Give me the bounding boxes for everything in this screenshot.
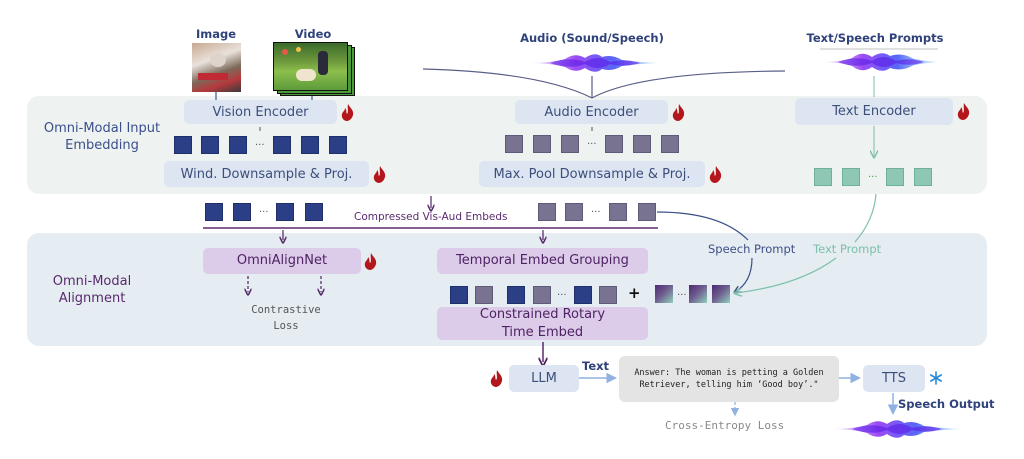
compressed-vision-token	[233, 203, 251, 221]
audio-token	[561, 135, 579, 153]
rotary-line-1: Constrained Rotary	[479, 306, 606, 322]
vision-token	[273, 136, 291, 154]
flame-icon	[709, 166, 722, 183]
cross-entropy-loss-label: Cross-Entropy Loss	[665, 419, 785, 432]
maxpool-downsample-proj: Max. Pool Downsample & Proj.	[479, 161, 705, 187]
compressed-vision-token	[305, 203, 323, 221]
llm-block: LLM	[509, 365, 579, 392]
flame-icon	[341, 104, 354, 121]
rotary-line-2: Time Embed	[501, 324, 584, 340]
plus-sign: +	[628, 284, 641, 302]
flame-icon	[957, 103, 970, 120]
video-label: Video	[294, 27, 332, 41]
text-token	[914, 168, 932, 186]
audio-label: Audio (Sound/Speech)	[520, 31, 664, 45]
compressed-audio-token	[565, 203, 583, 221]
dog-image-thumbnail	[192, 43, 241, 92]
speech-prompt-curve-2	[735, 257, 753, 292]
compressed-audio-token	[538, 203, 556, 221]
text-token	[886, 168, 904, 186]
compressed-audio-token	[638, 203, 656, 221]
input-embedding-label: Omni-Modal Input Embedding	[43, 121, 161, 153]
audio-right-curve	[591, 70, 786, 99]
answer-box: Answer: The woman is petting a Golden Re…	[619, 356, 839, 402]
interleaved-audio-token	[599, 286, 617, 304]
video-thumbnail	[273, 42, 348, 91]
speech-prompt-curve	[656, 211, 749, 241]
text-token	[814, 168, 832, 186]
compressed-label: Compressed Vis-Aud Embeds	[354, 211, 508, 223]
text-prompt-curve	[854, 193, 877, 243]
audio-token	[633, 135, 651, 153]
speech-output-waveform-icon	[832, 420, 962, 438]
compressed-vision-token	[276, 203, 294, 221]
contrastive-loss-label: Contrastive Loss	[251, 304, 321, 332]
vision-encoder: Vision Encoder	[184, 100, 337, 124]
answer-line-2: Retriever, telling him ‘Good boy’."	[639, 380, 819, 390]
ellipsis: ...	[557, 287, 567, 298]
ellipsis: ...	[868, 169, 878, 180]
flame-icon	[490, 370, 503, 387]
speech-prompt-label: Speech Prompt	[708, 242, 796, 256]
text-token	[842, 168, 860, 186]
temporal-embed-grouping: Temporal Embed Grouping	[437, 248, 648, 274]
wind-downsample-proj: Wind. Downsample & Proj.	[164, 161, 369, 187]
ellipsis: ...	[677, 287, 687, 298]
prompt-token	[712, 285, 730, 303]
interleaved-vision-token	[450, 286, 468, 304]
constrained-rotary-time-embed: Constrained Rotary Time Embed	[437, 307, 648, 340]
interleaved-vision-token	[574, 286, 592, 304]
speech-output-label: Speech Output	[898, 397, 995, 411]
image-label: Image	[195, 27, 237, 41]
text-encoder: Text Encoder	[795, 98, 953, 125]
compressed-vision-token	[205, 203, 223, 221]
audio-left-curve	[422, 68, 593, 99]
text-prompt-curve-2	[736, 257, 837, 293]
audio-token	[661, 135, 679, 153]
text-speech-label: Text/Speech Prompts	[806, 31, 944, 45]
interleaved-audio-token	[533, 286, 551, 304]
alignment-label: Omni-Modal Alignment	[52, 274, 132, 306]
vision-token	[229, 136, 247, 154]
prompt-waveform-icon	[820, 48, 938, 71]
ellipsis: ...	[259, 204, 269, 215]
vision-token	[329, 136, 347, 154]
interleaved-vision-token	[507, 286, 525, 304]
omnialignnet: OmniAlignNet	[203, 248, 361, 274]
vision-token	[201, 136, 219, 154]
vision-token	[174, 136, 192, 154]
ellipsis: ...	[587, 136, 597, 147]
audio-token	[605, 135, 623, 153]
interleaved-audio-token	[475, 286, 493, 304]
audio-waveform-icon	[530, 54, 660, 72]
flame-icon	[672, 104, 685, 121]
flame-icon	[364, 253, 377, 270]
audio-encoder: Audio Encoder	[515, 100, 668, 124]
answer-line-1: Answer: The woman is petting a Golden	[634, 368, 824, 378]
snowflake-icon	[929, 371, 942, 385]
tts-block: TTS	[863, 365, 925, 392]
ellipsis: ...	[591, 204, 601, 215]
prompt-token	[655, 285, 673, 303]
audio-token	[505, 135, 523, 153]
text-prompt-label: Text Prompt	[813, 242, 882, 256]
flame-icon	[373, 166, 386, 183]
prompt-token	[689, 285, 707, 303]
vision-token	[301, 136, 319, 154]
compressed-audio-token	[609, 203, 627, 221]
ellipsis: ...	[255, 137, 265, 148]
audio-token	[533, 135, 551, 153]
text-arrow-label: Text	[582, 359, 610, 373]
